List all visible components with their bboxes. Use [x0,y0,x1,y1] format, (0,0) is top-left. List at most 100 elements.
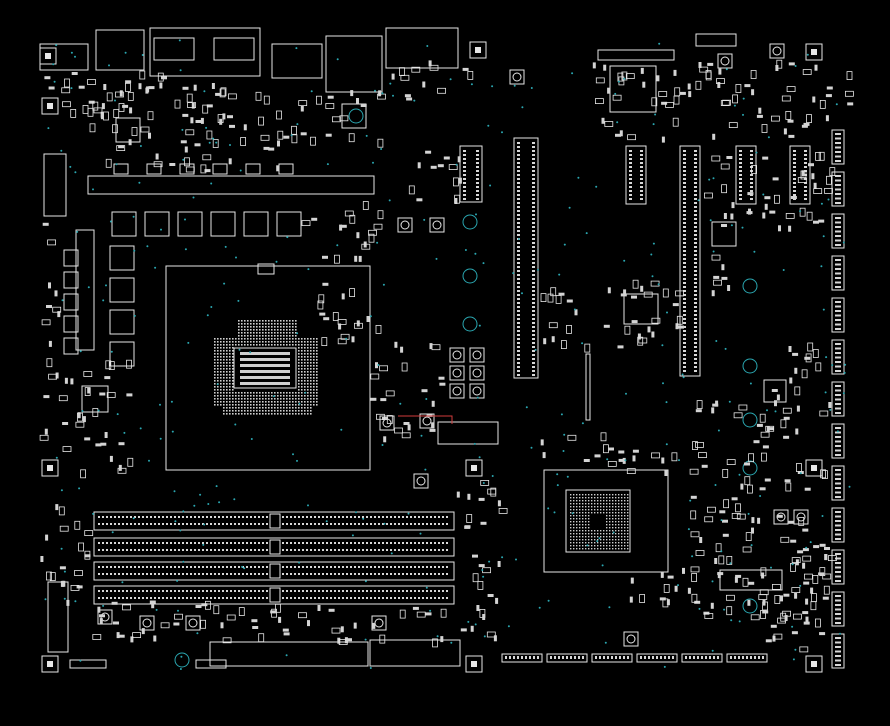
smd-part [466,514,473,523]
header-pin [505,656,507,659]
via [425,398,428,400]
chipset-ball [603,548,605,550]
dimm-pin [118,566,120,568]
pcie-pin [532,278,535,280]
smd-part [263,95,270,105]
smd-part [48,373,57,380]
smd-part [438,376,445,380]
smd-part [366,316,370,322]
chipset-ball [576,539,578,541]
dimm-pin [102,597,104,599]
header-pin [835,226,841,228]
pcie-pin [532,230,535,232]
dimm-pin [446,590,448,592]
dimm-pin [158,573,160,575]
dimm-pin [122,597,124,599]
via [658,42,661,45]
via [476,396,479,399]
cpu-pin [313,338,315,340]
cpu-pin [277,410,279,412]
pcie-pin [629,178,632,180]
dimm-pin [398,597,400,599]
cpu-pin [283,338,285,340]
smd-part [105,158,112,168]
pcie-pin [683,250,686,252]
side-header [831,423,845,459]
dimm-pin [322,597,324,599]
via [475,213,477,216]
header-pin [738,656,740,659]
cpu-pin [274,413,276,415]
highlighted-traces [398,415,453,424]
chipset-ball [624,509,626,511]
via [249,351,252,354]
via [160,228,162,231]
smd-part [699,66,709,73]
edge-header [209,641,369,667]
cpu-pin [310,344,312,346]
cpu-pin [304,383,306,385]
cpu-pin [235,392,237,394]
via [376,241,379,244]
chipset-ball [612,494,614,496]
cpu-pin [253,344,255,346]
chipset-ball [606,509,608,511]
smd-part [193,84,197,91]
pcie-slots [459,137,811,421]
via [450,641,453,644]
cpu-pin [304,341,306,343]
chipset-ball [582,533,584,535]
dimm-pin [250,566,252,568]
red-trace [398,415,453,424]
pcie-pin [532,218,535,220]
smd-part [153,635,157,642]
smd-part [122,104,129,108]
via [623,259,626,262]
smd-part [354,255,358,262]
dimm-pin [174,597,176,599]
chipset-ball [609,497,611,499]
cpu-pin [268,407,270,409]
cpu-pin [214,344,216,346]
smd-part [283,135,290,139]
cpu-pin [220,356,222,358]
cpu-pin [304,365,306,367]
chipset-ball [618,521,620,523]
smd-part [87,387,91,394]
ic-package [623,293,659,325]
pcie-pin [683,354,686,356]
smd-part [707,506,716,513]
dimm-pin [302,516,304,518]
vrm-choke [109,245,135,271]
pcie-pin [640,150,643,152]
smd-part [278,616,282,623]
dimm-pin [350,566,352,568]
dimm-pin [258,542,260,544]
smd-part [758,107,762,114]
chipset-ball [612,509,614,511]
smd-part [771,115,780,122]
pcie-pin [683,270,686,272]
dimm-pin [430,549,432,551]
dimm-pin [358,549,360,551]
chipset-ball [615,521,617,523]
dimm-pin [362,597,364,599]
cpu-pin [250,413,252,415]
dimm-pin [302,590,304,592]
chipset-ball [627,533,629,535]
dimm-pin [430,566,432,568]
smd-part [815,362,822,372]
chipset-die [565,489,631,553]
dimm-pin [338,590,340,592]
via [123,431,126,434]
dimm-pin [226,566,228,568]
smd-part [361,243,371,250]
dimm-pin [334,590,336,592]
dimm-pin [394,597,396,599]
cpu-pin [241,329,243,331]
cpu-pin [301,392,303,394]
via [132,215,135,218]
dimm-pin [390,523,392,525]
